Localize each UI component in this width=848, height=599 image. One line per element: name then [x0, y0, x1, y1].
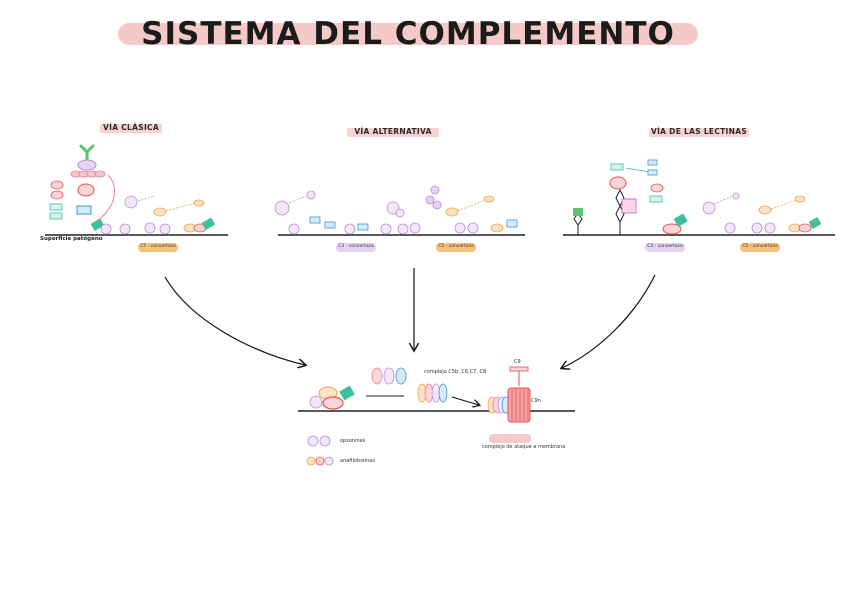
c4b-block-2	[650, 196, 662, 202]
c3b-bound-4	[398, 224, 408, 234]
c3b-bound-3	[381, 224, 391, 234]
c5-molecule	[154, 208, 166, 216]
pink-arrow	[95, 175, 115, 222]
classical-c5-convertase-label: C5 - convertasa	[138, 243, 178, 251]
c2-block	[648, 160, 657, 165]
lectin-block	[573, 208, 583, 216]
c3b-bound-5	[410, 223, 420, 233]
c3a-cluster-1	[431, 186, 439, 194]
c5b-bound	[491, 224, 503, 232]
c3a-release	[714, 196, 733, 204]
lectin-pathway	[563, 160, 835, 252]
c3b-bound	[101, 224, 111, 234]
c4b-bound	[323, 397, 343, 409]
c4b-block	[611, 164, 623, 170]
alternative-pathway	[275, 186, 525, 252]
teal-arrow	[626, 168, 650, 172]
legend-anaphylatoxin-3	[325, 457, 333, 465]
c3a-molecule	[307, 191, 315, 199]
c5b-complex-label: complejo C5b, C6,C7, C8	[424, 369, 486, 375]
legend-anaphylatoxin-2	[316, 457, 324, 465]
c9n-label: C9n	[531, 398, 541, 404]
mac-label-highlight	[489, 434, 531, 443]
c3b-block	[77, 206, 91, 214]
c8-molecule	[396, 368, 406, 384]
c4-molecule	[78, 184, 94, 196]
c5a-molecule	[194, 200, 204, 206]
c3a-cluster-3	[433, 201, 441, 209]
c4-molecule	[610, 177, 626, 189]
c3a-release	[289, 196, 306, 203]
c5a-release	[771, 200, 796, 209]
c1q-molecule	[78, 160, 96, 170]
lectin-c5-convertase-label: C5 - convertasa	[740, 243, 780, 251]
c2a-molecule	[51, 191, 63, 199]
c3b-bound-2	[120, 224, 130, 234]
c6-molecule	[372, 368, 382, 384]
alternative-c3-convertase-label: C3 - convertasa	[336, 243, 376, 251]
masp-block	[622, 199, 636, 213]
bb-block-2	[507, 220, 517, 227]
c1-complex	[71, 171, 105, 177]
c3b-bound-2	[345, 224, 355, 234]
c7-molecule	[384, 368, 394, 384]
c9-label: C9	[514, 359, 521, 365]
connector-arrows	[165, 268, 655, 368]
c5-molecule	[759, 206, 771, 214]
bb-block	[358, 224, 368, 230]
classical-to-terminal-arrow	[165, 277, 305, 365]
convertase-block	[339, 386, 354, 401]
c4b-block	[50, 204, 62, 210]
legend-anaphylatoxin-1	[307, 457, 315, 465]
c3-molecule-3	[396, 209, 404, 217]
lectin-to-terminal-arrow	[562, 275, 655, 368]
c3-molecule	[275, 201, 289, 215]
c3b-bound	[310, 396, 322, 408]
anaphylatoxins-label: anafilotoxinas	[340, 458, 375, 464]
c5a-release	[166, 203, 195, 211]
c3b-bound-3	[765, 223, 775, 233]
c5a-release	[458, 200, 485, 211]
c2a-block	[50, 213, 62, 219]
c3b-bound-2	[752, 223, 762, 233]
c5a-molecule	[795, 196, 805, 202]
c3-molecule	[125, 196, 137, 208]
c3b-bound-3	[145, 223, 155, 233]
c2b-molecule	[651, 184, 663, 192]
c9-molecule	[510, 367, 528, 371]
legend	[307, 436, 333, 465]
c3-molecule	[703, 202, 715, 214]
c3b-bound-7	[468, 223, 478, 233]
c3b-bound-4	[160, 224, 170, 234]
pathogen-surface-label: Superficie patógeno	[40, 236, 103, 242]
legend-opsonin-1	[308, 436, 318, 446]
c3b-bound-6	[455, 223, 465, 233]
factor-ba-block	[325, 222, 335, 228]
c3b-bound	[725, 223, 735, 233]
factor-b-block	[310, 217, 320, 223]
c3a-molecule	[733, 193, 739, 199]
c9-pore	[508, 388, 530, 422]
c4b-bound-2	[799, 224, 811, 232]
opsonins-label: opsoninas	[340, 438, 365, 444]
c2a-block	[648, 170, 657, 175]
lectin-c3-convertase-label: C3 - convertasa	[645, 243, 685, 251]
c5-molecule	[446, 208, 458, 216]
mac-label: complejo de ataque a membrana	[482, 444, 565, 450]
c3b-bound	[289, 224, 299, 234]
mannose-receptor	[574, 213, 582, 235]
c3a-cluster-2	[426, 196, 434, 204]
c3a-release	[138, 196, 155, 201]
alternative-c5-convertase-label: C5 - convertasa	[436, 243, 476, 251]
c5a-molecule	[484, 196, 494, 202]
terminal-pathway	[298, 367, 575, 465]
complex-c8	[439, 384, 447, 402]
c2-molecule	[51, 181, 63, 189]
complex-to-mac-arrow	[452, 397, 479, 405]
legend-opsonin-2	[320, 436, 330, 446]
